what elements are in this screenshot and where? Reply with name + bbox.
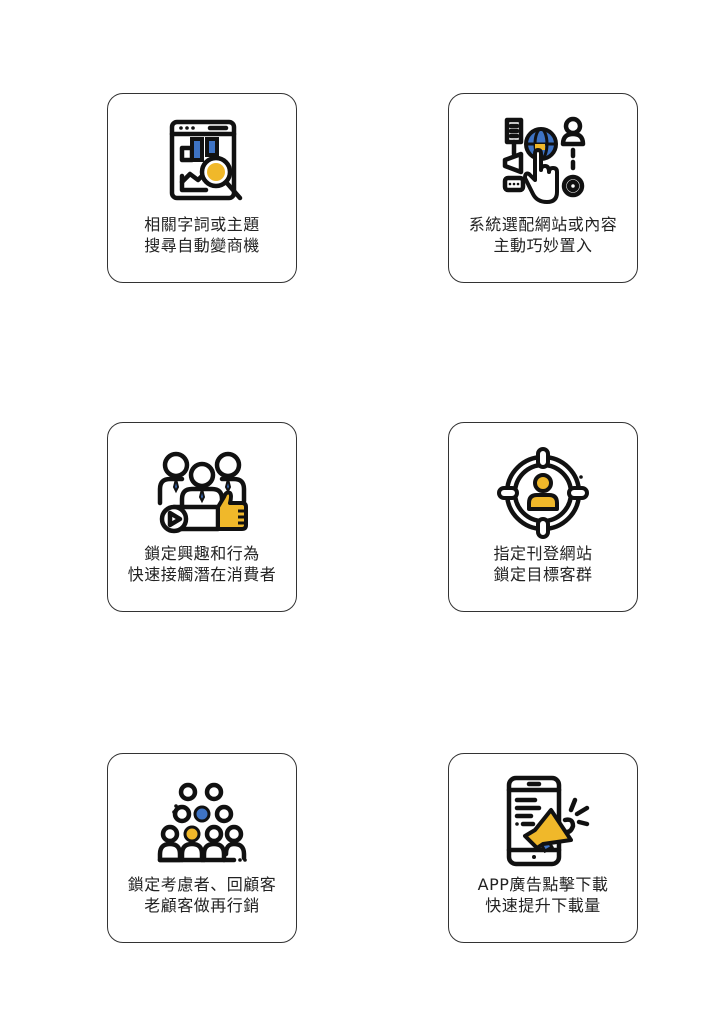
target-user-icon — [495, 443, 591, 539]
feature-card-app-install: APP廣告點擊下載 快速提升下載量 — [448, 753, 638, 943]
caption-line-2: 老顧客做再行銷 — [144, 896, 260, 915]
card-caption: APP廣告點擊下載 快速提升下載量 — [449, 874, 637, 916]
caption-line-2: 快速提升下載量 — [485, 896, 601, 915]
audience-like-icon — [154, 443, 250, 539]
caption-line-1: 系統選配網站或內容 — [468, 215, 618, 234]
card-caption: 系統選配網站或內容 主動巧妙置入 — [449, 214, 637, 256]
feature-card-keyword-search: 相關字詞或主題 搜尋自動變商機 — [107, 93, 297, 283]
feature-card-remarketing: 鎖定考慮者、回顧客 老顧客做再行銷 — [107, 753, 297, 943]
caption-line-1: APP廣告點擊下載 — [477, 875, 609, 894]
web-targeting-icon — [495, 114, 591, 210]
card-caption: 鎖定考慮者、回顧客 老顧客做再行銷 — [108, 874, 296, 916]
caption-line-2: 搜尋自動變商機 — [144, 236, 260, 255]
caption-line-1: 指定刊登網站 — [493, 544, 593, 563]
caption-line-1: 鎖定興趣和行為 — [144, 544, 260, 563]
caption-line-2: 主動巧妙置入 — [493, 236, 593, 255]
caption-line-1: 相關字詞或主題 — [144, 215, 260, 234]
feature-card-contextual-placement: 系統選配網站或內容 主動巧妙置入 — [448, 93, 638, 283]
card-caption: 相關字詞或主題 搜尋自動變商機 — [108, 214, 296, 256]
crowd-icon — [154, 774, 250, 870]
analytics-search-icon — [154, 114, 250, 210]
feature-card-site-targeting: 指定刊登網站 鎖定目標客群 — [448, 422, 638, 612]
caption-line-2: 鎖定目標客群 — [493, 565, 593, 584]
card-caption: 指定刊登網站 鎖定目標客群 — [449, 543, 637, 585]
mobile-megaphone-icon — [495, 774, 591, 870]
card-caption: 鎖定興趣和行為 快速接觸潛在消費者 — [108, 543, 296, 585]
caption-line-1: 鎖定考慮者、回顧客 — [127, 875, 277, 894]
caption-line-2: 快速接觸潛在消費者 — [127, 565, 277, 584]
feature-card-interest-behavior: 鎖定興趣和行為 快速接觸潛在消費者 — [107, 422, 297, 612]
